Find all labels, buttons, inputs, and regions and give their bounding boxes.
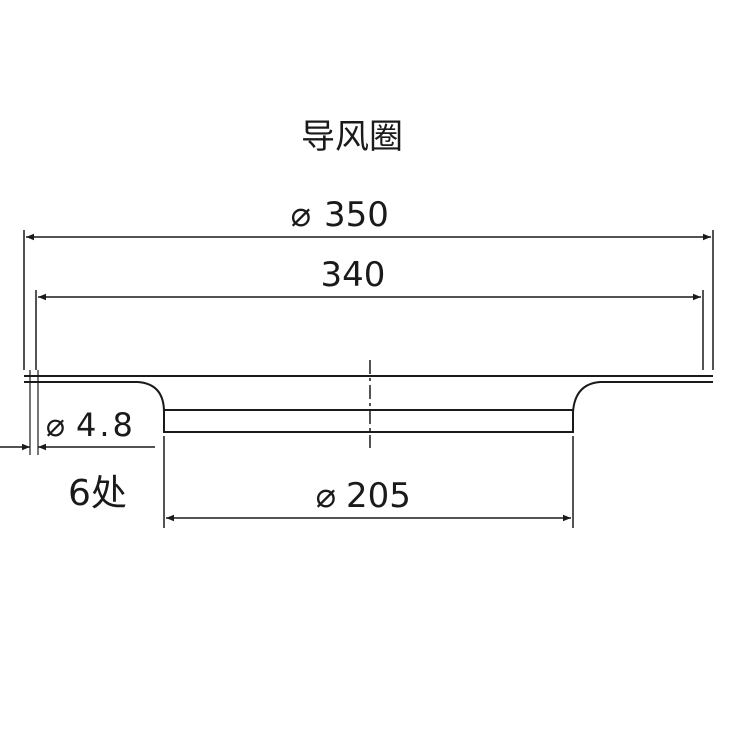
part-profile [24, 360, 713, 448]
outer-diameter-dimension: ⌀ 350 [23, 195, 714, 370]
hole-span-dimension: 340 [35, 255, 704, 370]
diameter-symbol: ⌀ [290, 195, 311, 235]
hole-diameter-dimension: ⌀ 4.8 6处 [0, 370, 155, 514]
inner-diameter-dimension: ⌀ 205 [163, 436, 574, 528]
drawing-title: 导风圈 [301, 117, 403, 157]
hole-span-value: 340 [321, 255, 386, 295]
hole-diameter-symbol: ⌀ [45, 406, 64, 444]
hole-count-label: 6处 [68, 473, 127, 514]
hole-diameter-value: 4.8 [76, 406, 136, 444]
outer-diameter-value: 350 [324, 195, 389, 235]
flange-bottom-outline [24, 381, 713, 433]
inner-diameter-value: 205 [346, 476, 411, 516]
diameter-symbol: ⌀ [315, 476, 336, 516]
